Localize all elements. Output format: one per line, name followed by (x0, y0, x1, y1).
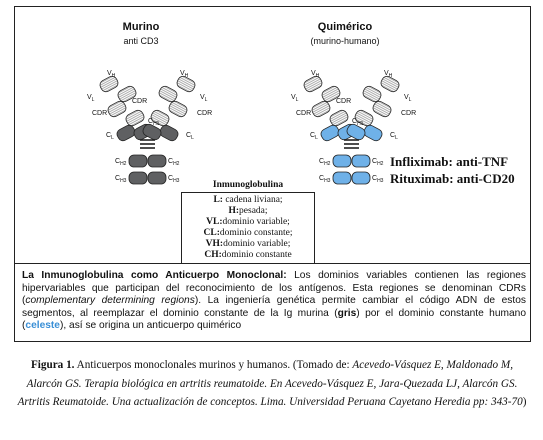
legend-row: VH:dominio variable; (205, 239, 291, 249)
chimeric-labels: VL VH VH VL CDR CDR CDR CL CH1 CL CH2 CH… (291, 70, 416, 184)
legend-box: L: cadena liviana; H:pesada; VL:dominio … (181, 192, 315, 264)
svg-text:CL: CL (310, 132, 318, 141)
svg-text:CDR: CDR (197, 110, 212, 117)
svg-text:CDR: CDR (336, 98, 351, 105)
infliximab-label: Infliximab: anti-TNF (390, 154, 508, 169)
quimerico-subtitle: (murino-humano) (310, 36, 379, 46)
svg-text:CH3: CH3 (115, 175, 127, 184)
legend-title: Inmunoglobulina (212, 180, 284, 190)
murino-title: Murino (123, 21, 160, 33)
svg-text:CH2: CH2 (372, 158, 384, 167)
svg-text:VL: VL (200, 94, 208, 103)
caption-label: Figura 1. (30, 359, 75, 371)
svg-text:CDR: CDR (92, 110, 107, 117)
svg-text:CH3: CH3 (372, 175, 384, 184)
svg-text:CH2: CH2 (115, 158, 127, 167)
svg-text:CL: CL (106, 132, 114, 141)
antibody-diagram: Murino anti CD3 Quimérico (murino-humano… (87, 21, 515, 186)
svg-text:CH3: CH3 (168, 175, 180, 184)
svg-text:CDR: CDR (401, 110, 416, 117)
rituximab-label: Rituximab: anti-CD20 (390, 171, 515, 186)
svg-text:VH: VH (311, 70, 320, 79)
legend-row: L: cadena liviana; (213, 195, 283, 205)
legend-row: CL:dominio constante; (203, 228, 293, 238)
figure-caption: Figura 1. Anticuerpos monoclonales murin… (17, 359, 527, 408)
svg-text:CH1: CH1 (148, 118, 160, 127)
svg-text:VH: VH (384, 70, 393, 79)
svg-text:CH2: CH2 (319, 158, 331, 167)
svg-text:CL: CL (390, 132, 398, 141)
svg-text:CDR: CDR (132, 98, 147, 105)
murino-subtitle: anti CD3 (123, 36, 158, 46)
immunoglobulin-legend: Inmunoglobulina L: cadena liviana; H:pes… (181, 180, 315, 264)
legend-row: H:pesada; (228, 206, 268, 216)
figure-frame (14, 6, 531, 342)
svg-text:CL: CL (186, 132, 194, 141)
murine-antibody (97, 73, 198, 185)
description-heading: La Inmunoglobulina como Anticuerpo Monoc… (22, 270, 287, 281)
svg-text:CH1: CH1 (352, 118, 364, 127)
murine-labels: VL VH VH VL CDR CDR CDR CL CH1 CL CH2 CH… (87, 70, 212, 184)
caption-reference: Acevedo-Vásquez E, Maldonado M, Alarcón … (17, 359, 523, 408)
svg-text:CH3: CH3 (319, 175, 331, 184)
svg-text:VL: VL (404, 94, 412, 103)
svg-text:CDR: CDR (296, 110, 311, 117)
legend-row: VL:dominio variable; (206, 217, 290, 227)
legend-row: CH:dominio constante (204, 250, 292, 260)
chimeric-antibody (301, 73, 402, 185)
svg-text:VH: VH (180, 70, 189, 79)
quimerico-title: Quimérico (318, 21, 373, 33)
description-paragraph: La Inmunoglobulina como Anticuerpo Monoc… (22, 270, 526, 332)
svg-text:VL: VL (87, 94, 95, 103)
svg-text:CH2: CH2 (168, 158, 180, 167)
svg-text:VH: VH (107, 70, 116, 79)
svg-text:VL: VL (291, 94, 299, 103)
